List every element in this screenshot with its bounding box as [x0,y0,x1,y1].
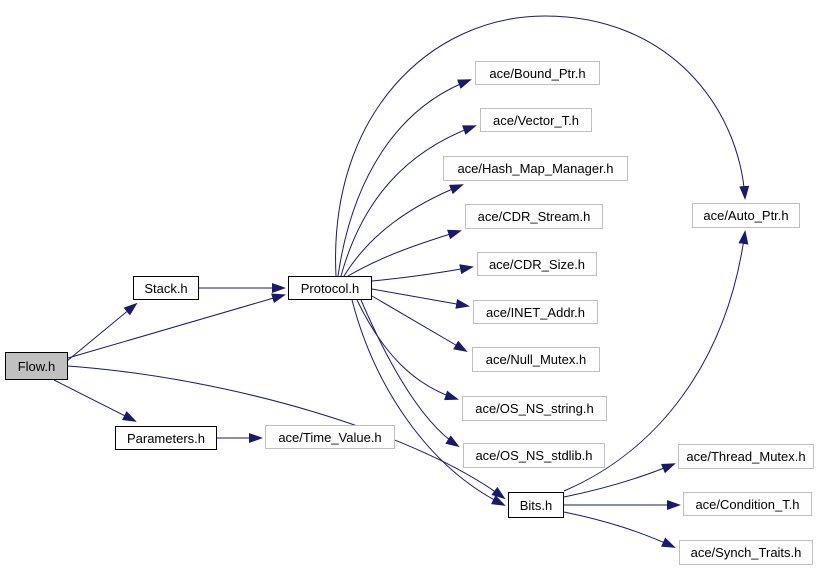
edge-flow-to-protocol [67,293,286,359]
node-ace-cdr-size-h[interactable]: ace/CDR_Size.h [477,252,597,276]
edge-flow-to-bits [67,365,506,500]
edge-protocol-to-hash-map [343,184,464,277]
node-ace-os-ns-stdlib-h[interactable]: ace/OS_NS_stdlib.h [463,443,605,468]
edge-protocol-to-auto-ptr [335,15,750,277]
edge-protocol-to-cdr-size [371,264,474,282]
edge-flow-to-stack [66,302,138,362]
node-ace-time-value-h[interactable]: ace/Time_Value.h [265,425,395,449]
node-ace-condition-t-h[interactable]: ace/Condition_T.h [683,492,812,516]
node-ace-thread-mutex-h[interactable]: ace/Thread_Mutex.h [678,444,814,469]
edge-protocol-to-cdr-stream [347,229,462,277]
node-ace-synch-traits-h[interactable]: ace/Synch_Traits.h [679,540,813,565]
node-ace-null-mutex-h[interactable]: ace/Null_Mutex.h [472,347,600,372]
node-ace-bound-ptr-h[interactable]: ace/Bound_Ptr.h [475,61,600,85]
node-ace-auto-ptr-h[interactable]: ace/Auto_Ptr.h [692,203,800,228]
edge-protocol-to-os-ns-string [356,299,459,401]
edge-bits-to-thread-mutex [563,463,676,498]
edge-protocol-to-os-ns-stdlib [360,299,460,448]
node-ace-cdr-stream-h[interactable]: ace/CDR_Stream.h [465,204,603,229]
node-protocol-h[interactable]: Protocol.h [288,276,372,300]
node-ace-os-ns-string-h[interactable]: ace/OS_NS_string.h [462,396,607,421]
node-ace-inet-addr-h[interactable]: ace/INET_Addr.h [473,300,598,324]
node-ace-vector-t-h[interactable]: ace/Vector_T.h [480,108,592,132]
edge-protocol-to-vector-t [340,125,477,277]
edge-protocol-to-bits [351,299,506,506]
edge-flow-to-parameters [53,379,137,422]
node-ace-hash-map-manager-h[interactable]: ace/Hash_Map_Manager.h [443,156,628,181]
node-bits-h[interactable]: Bits.h [508,492,564,518]
edge-protocol-to-null-mutex [371,295,468,353]
node-flow-h: Flow.h [5,352,68,380]
node-parameters-h[interactable]: Parameters.h [115,426,217,450]
node-stack-h[interactable]: Stack.h [133,276,199,300]
edge-protocol-to-inet-addr [371,288,470,309]
edge-protocol-to-bound-ptr [337,79,472,277]
edge-bits-to-synch-traits [563,511,676,548]
edge-bits-to-auto-ptr [563,230,749,492]
